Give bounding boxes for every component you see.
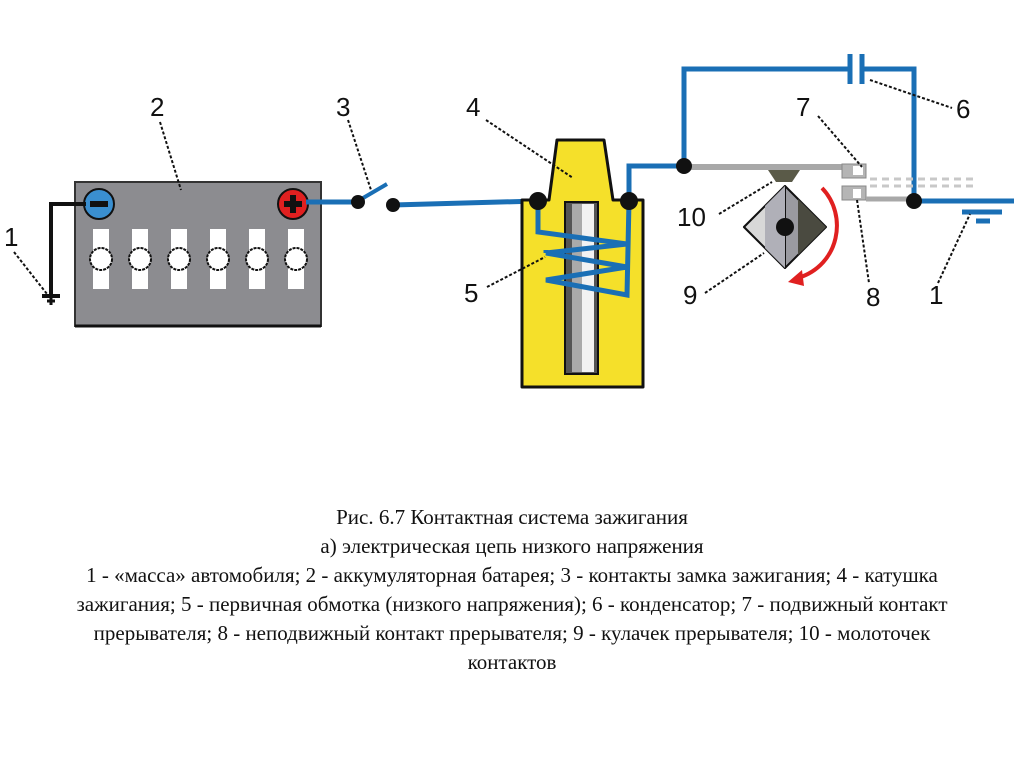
contact-hammer	[768, 170, 800, 182]
label-10: 10	[677, 202, 706, 232]
ground-right-icon	[962, 209, 1002, 224]
positive-terminal-icon	[277, 188, 309, 220]
label-9: 9	[683, 280, 697, 310]
label-1-left: 1	[4, 222, 18, 252]
battery	[74, 181, 322, 328]
ignition-coil	[520, 138, 645, 389]
label-6: 6	[956, 94, 970, 124]
battery-cells	[89, 229, 308, 289]
switch-contact-a	[351, 195, 365, 209]
switch-contact-b	[386, 198, 400, 212]
capacitor-icon	[847, 54, 865, 84]
label-8: 8	[866, 282, 880, 312]
label-7: 7	[796, 92, 810, 122]
leader-lines	[13, 79, 971, 295]
caption-subtitle: а) электрическая цепь низкого напряжения	[320, 534, 704, 558]
label-1-right: 1	[929, 280, 943, 310]
label-5: 5	[464, 278, 478, 308]
battery-cell	[89, 229, 113, 289]
battery-cell	[128, 229, 152, 289]
battery-cell	[245, 229, 269, 289]
caption-legend: 1 - «масса» автомобиля; 2 - аккумуляторн…	[76, 563, 948, 674]
caption-title: Рис. 6.7 Контактная система зажигания	[336, 505, 688, 529]
rotation-arrow-icon	[788, 186, 839, 286]
battery-cell	[284, 229, 308, 289]
label-2: 2	[150, 92, 164, 122]
battery-cell	[206, 229, 230, 289]
breaker	[676, 158, 975, 286]
primary-winding	[535, 200, 632, 298]
label-3: 3	[336, 92, 350, 122]
label-4: 4	[466, 92, 480, 122]
battery-cell	[167, 229, 191, 289]
ground-left	[42, 202, 86, 305]
breaker-cam	[743, 185, 827, 269]
negative-terminal-icon	[83, 188, 115, 220]
figure-caption: Рис. 6.7 Контактная система зажигания а)…	[60, 503, 964, 677]
ignition-circuit-diagram: 1 2 3 4 5 6 7 8 9 10 1	[4, 54, 1014, 389]
circuit-wires	[306, 66, 1014, 208]
